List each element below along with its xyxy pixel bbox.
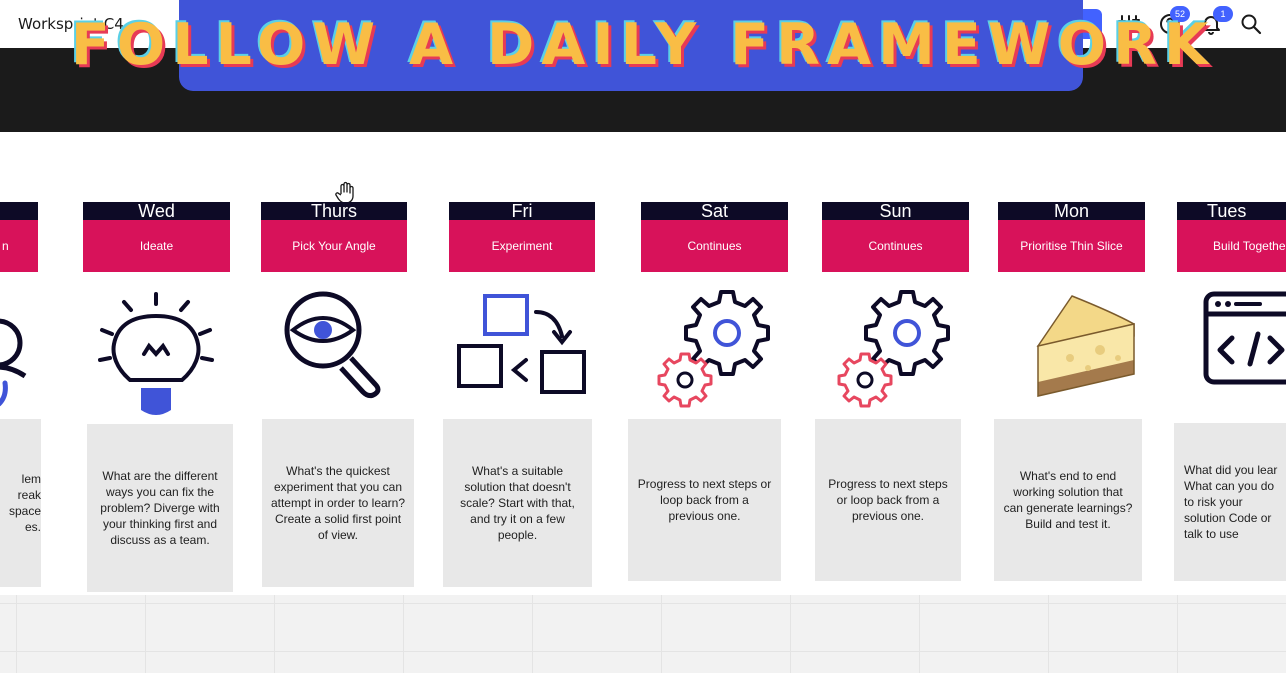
sticky-note-text: What's the quickest experiment that you … [270,464,406,542]
phase-card-pick-your-angle[interactable]: Pick Your Angle [261,220,407,272]
phase-card-experiment[interactable]: Experiment [449,220,595,272]
banner-title: FOLLOW A DAILY FRAMEWORK [70,12,1216,78]
notification-badge: 1 [1213,6,1233,22]
code-window-icon [1203,291,1286,385]
sticky-note-sat[interactable]: Progress to next steps or loop back from… [628,419,781,581]
sticky-note-text: What are the different ways you can fix … [100,469,220,547]
phase-card-continues-sun[interactable]: Continues [822,220,969,272]
day-header-fri[interactable]: Fri [449,202,595,221]
sticky-note-mon[interactable]: What's end to end working solution that … [994,419,1142,581]
sticky-note-wed[interactable]: What are the different ways you can fix … [87,424,233,592]
day-header-sun[interactable]: Sun [822,202,969,221]
hand-cursor-icon [335,181,354,204]
sticky-note-partial[interactable]: lem reak space es. [0,419,41,587]
magnifier-eye-icon [284,291,381,399]
phase-card-partial[interactable]: n [0,220,38,272]
flow-boxes-icon [457,294,586,394]
lightbulb-icon [98,292,214,415]
settings-sliders-icon[interactable] [1117,12,1141,36]
help-button[interactable]: 52 [1158,6,1190,36]
phase-card-build-together[interactable]: Build Together [1177,220,1286,272]
notifications-button[interactable]: 1 [1199,6,1233,36]
day-header-tues[interactable]: Tues [1177,202,1286,221]
gears-icon [657,290,770,408]
gears-icon [837,290,950,408]
sticky-note-text: What did you lear What can you do to ris… [1184,463,1278,541]
title-banner [179,0,1083,91]
day-header-partial[interactable] [0,202,38,220]
cheese-slice-icon [1036,295,1135,397]
phase-card-prioritise-thin-slice[interactable]: Prioritise Thin Slice [998,220,1145,272]
sticky-note-text: Progress to next steps or loop back from… [637,477,772,523]
sticky-note-tues[interactable]: What did you lear What can you do to ris… [1174,423,1286,581]
sticky-note-thurs[interactable]: What's the quickest experiment that you … [262,419,414,587]
sticky-note-text: What's end to end working solution that … [1003,469,1133,531]
sticky-note-text: What's a suitable solution that doesn't … [460,464,575,542]
phase-card-ideate[interactable]: Ideate [83,220,230,272]
board-title[interactable]: Worksprint C4 [18,15,124,33]
phase-card-continues-sat[interactable]: Continues [641,220,788,272]
help-badge: 52 [1170,6,1190,22]
sticky-note-fri[interactable]: What's a suitable solution that doesn't … [443,419,592,587]
sticky-note-text: lem reak space es. [8,472,41,534]
person-icon [0,318,27,407]
day-header-mon[interactable]: Mon [998,202,1145,221]
day-header-wed[interactable]: Wed [83,202,230,221]
sticky-note-text: Progress to next steps or loop back from… [828,477,948,523]
day-header-thurs[interactable]: Thurs [261,202,407,221]
day-header-sat[interactable]: Sat [641,202,788,221]
search-icon[interactable] [1239,12,1263,36]
canvas-grid[interactable] [0,595,1286,673]
sticky-note-sun[interactable]: Progress to next steps or loop back from… [815,419,961,581]
